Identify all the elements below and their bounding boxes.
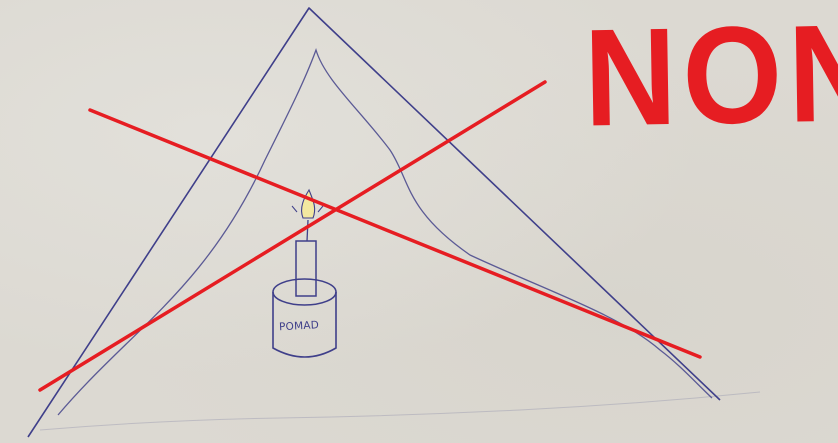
candle-stick xyxy=(296,241,316,296)
flame-glow-left xyxy=(292,206,297,212)
non-headline: NON xyxy=(583,4,838,148)
pomade-can-lid xyxy=(273,279,336,305)
cross-out-line-2 xyxy=(40,82,545,390)
pomade-can-label: POMAD xyxy=(279,319,320,333)
flame-icon xyxy=(302,190,315,218)
flame-glow-right xyxy=(318,206,323,212)
candle-wick xyxy=(307,220,308,241)
floor-scribble xyxy=(40,392,760,430)
